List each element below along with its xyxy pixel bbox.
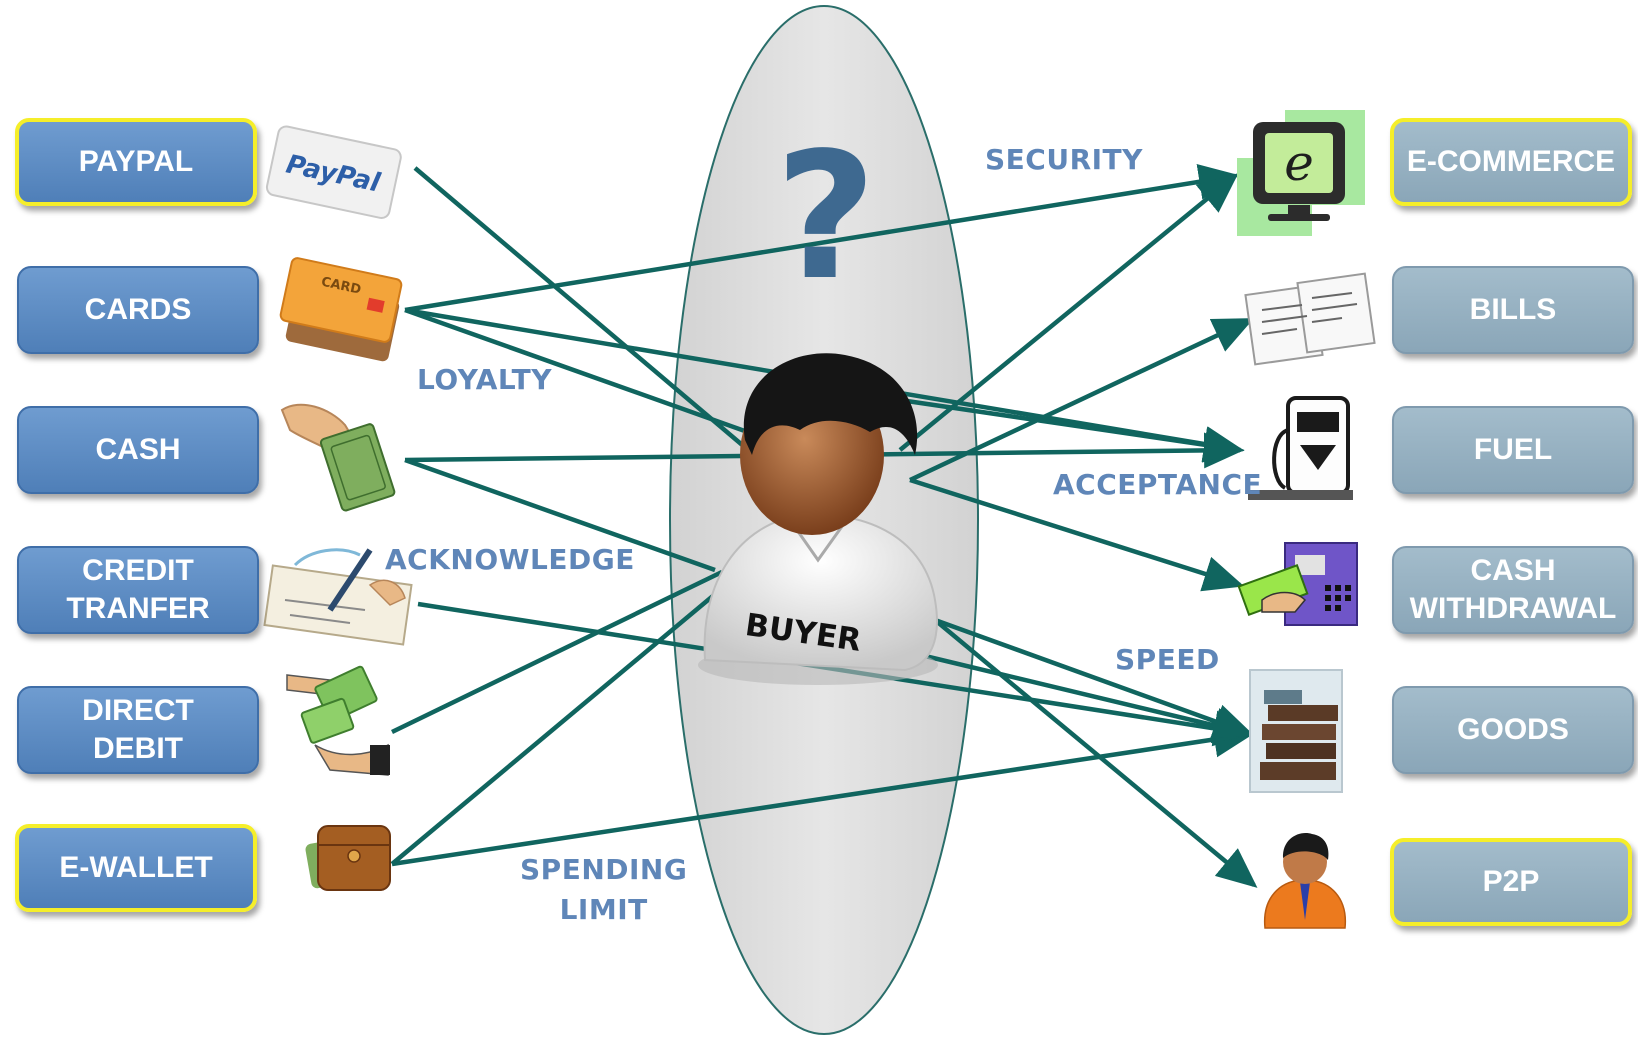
usage-box-label: CASH WITHDRAWAL — [1409, 554, 1617, 625]
label-speed: SPEED — [1115, 643, 1220, 676]
usage-box-goods[interactable]: GOODS — [1392, 686, 1634, 774]
payment-box-direct-debit[interactable]: DIRECT DEBIT — [17, 686, 259, 774]
arrow-buyer-p2p — [933, 618, 1258, 888]
arrow-buyer-fuel — [899, 397, 1245, 463]
payment-box-cash[interactable]: CASH — [17, 406, 259, 494]
payment-box-label: CREDIT TRANFER — [66, 554, 210, 625]
payment-box-label: DIRECT DEBIT — [82, 694, 194, 765]
usage-box-label: BILLS — [1469, 293, 1557, 326]
paypal-card-icon: PayPal — [265, 125, 402, 219]
usage-box-p2p[interactable]: P2P — [1390, 838, 1632, 926]
payment-box-label: PAYPAL — [78, 145, 194, 178]
bill-documents-icon — [1244, 272, 1376, 366]
arrow-buyer-atm — [909, 477, 1245, 592]
arrow-paypal-buyer — [413, 166, 762, 462]
arrow-cards-buyer — [404, 307, 771, 443]
label-loyalty: LOYALTY — [417, 363, 552, 396]
payment-box-credit-transfer[interactable]: CREDIT TRANFER — [17, 546, 259, 634]
usage-box-label: GOODS — [1457, 713, 1569, 746]
label-spending-limit: SPENDING LIMIT — [520, 853, 688, 926]
arrow-direct-buyer — [391, 569, 723, 735]
money-exchange-icon — [286, 665, 390, 776]
arrow-buyer-bills — [909, 317, 1255, 483]
payment-box-cards[interactable]: CARDS — [17, 266, 259, 354]
cash-hand-icon — [280, 403, 396, 512]
payment-box-label: E-WALLET — [59, 851, 213, 884]
fuel-pump-icon — [1248, 396, 1353, 500]
label-acceptance: ACCEPTANCE — [1053, 468, 1263, 501]
question-mark: ? — [775, 116, 877, 319]
payment-box-paypal[interactable]: PAYPAL — [15, 118, 257, 206]
payment-box-label: CASH — [95, 433, 181, 466]
arrow-cards-ecommerce — [404, 163, 1240, 313]
atm-withdrawal-icon — [1237, 542, 1358, 626]
label-acknowledge: ACKNOWLEDGE — [385, 543, 635, 576]
usage-box-bills[interactable]: BILLS — [1392, 266, 1634, 354]
arrow-buyer-goods-2 — [934, 617, 1255, 739]
usage-box-ecommerce[interactable]: E-COMMERCE — [1390, 118, 1632, 206]
wallet-icon — [305, 825, 391, 891]
credit-card-icon: CARD — [279, 257, 403, 362]
payment-box-ewallet[interactable]: E-WALLET — [15, 824, 257, 912]
arrow-buyer-ecommerce — [898, 173, 1239, 452]
arrow-ewallet-buyer — [390, 588, 722, 866]
payment-box-label: CARDS — [84, 293, 192, 326]
usage-box-fuel[interactable]: FUEL — [1392, 406, 1634, 494]
ecommerce-monitor-icon: e — [1237, 110, 1365, 236]
usage-box-cash-withdrawal[interactable]: CASH WITHDRAWAL — [1392, 546, 1634, 634]
usage-box-label: P2P — [1482, 865, 1540, 898]
label-security: SECURITY — [985, 143, 1143, 176]
arrow-cash-buyer — [404, 457, 716, 573]
usage-box-label: FUEL — [1473, 433, 1553, 466]
check-signing-icon — [263, 548, 413, 646]
person-p2p-icon — [1264, 833, 1346, 929]
svg-text:e: e — [1284, 134, 1314, 192]
usage-box-label: E-COMMERCE — [1406, 145, 1616, 178]
arrow-ewallet-goods — [391, 721, 1255, 867]
books-goods-icon — [1249, 669, 1343, 793]
arrow-buyer-goods — [899, 647, 1255, 744]
buyer-avatar-icon — [698, 353, 938, 685]
